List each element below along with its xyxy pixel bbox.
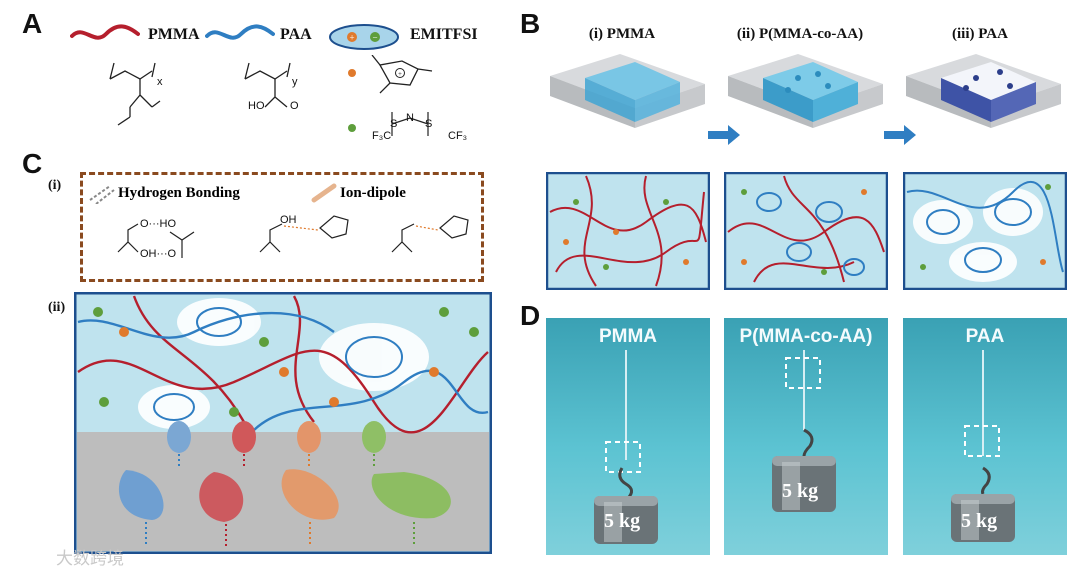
panel-d-letter: D	[520, 300, 541, 331]
legend-salt-label: EMITFSI	[410, 26, 478, 43]
panel-c-letter: C	[22, 148, 43, 179]
gel-slab-pmma	[550, 54, 705, 128]
interface-schematic	[74, 292, 492, 554]
tfsi-s1-label: S	[390, 118, 398, 130]
network-box-copolymer	[724, 172, 888, 290]
paa-o-label: O	[290, 100, 299, 112]
svg-text:+: +	[349, 33, 354, 43]
tfsi-f3c-label: F₃C	[372, 130, 392, 142]
weight-label-paa: 5 kg	[961, 510, 998, 532]
panel-c-sub-i: (i)	[48, 178, 62, 193]
tfsi-s2-label: S	[425, 118, 433, 130]
panel-b-title-pmma: (i) PMMA	[588, 26, 656, 42]
legend-salt-icon: + −	[329, 24, 399, 50]
watermark: 大数跨境	[56, 549, 124, 569]
panel-c-sub-ii: (ii)	[48, 300, 66, 315]
ion-dipole-label: Ion-dipole	[340, 185, 406, 201]
legend-paa-label: PAA	[280, 26, 312, 43]
panel-b-title-copolymer: (ii) P(MMA-co-AA)	[736, 26, 864, 42]
weight-label-copolymer: 5 kg	[782, 480, 819, 502]
legend-pmma-line	[70, 24, 140, 40]
interaction-structures	[117, 215, 469, 258]
weight-assembly-copolymer	[772, 350, 836, 512]
gel-slab-paa	[906, 54, 1061, 128]
photo-label-pmma: PMMA	[598, 326, 658, 347]
photo-label-paa: PAA	[965, 326, 1005, 347]
weight-label-pmma: 5 kg	[604, 510, 641, 532]
weight-assembly-pmma	[594, 350, 658, 544]
hydrogen-bond-label: Hydrogen Bonding	[118, 185, 240, 201]
paa-ho-label: HO	[248, 100, 265, 112]
tfsi-n-label: N	[406, 112, 414, 124]
legend-pmma-label: PMMA	[148, 26, 200, 43]
panel-b-title-paa: (iii) PAA	[952, 26, 1008, 42]
hydrogen-bond-icon	[89, 185, 115, 204]
panel-b-letter: B	[520, 8, 541, 39]
weight-assembly-paa	[951, 350, 1015, 542]
network-box-pmma	[546, 172, 710, 290]
arrow-right-icon	[884, 125, 916, 145]
paa-structure	[244, 62, 291, 108]
gel-slab-copolymer	[728, 54, 883, 128]
photo-label-copolymer: P(MMA-co-AA)	[739, 326, 873, 347]
tfsi-anion-structure	[348, 112, 429, 136]
paa-y-subscript: y	[292, 76, 298, 88]
panel-a-letter: A	[22, 8, 43, 39]
pmma-x-subscript: x	[157, 76, 163, 88]
network-box-paa	[903, 172, 1067, 290]
hbond-oh-o: OH···O	[140, 248, 177, 260]
tfsi-cf3-label: CF₃	[448, 130, 468, 142]
legend-paa-line	[205, 24, 275, 40]
pmma-structure	[109, 62, 161, 126]
svg-text:+: +	[398, 70, 402, 78]
interaction-legend-box	[80, 172, 484, 282]
arrow-right-icon	[708, 125, 740, 145]
hbond-o-ho: O···HO	[140, 218, 177, 230]
emi-cation-structure: +	[348, 55, 433, 94]
svg-text:−: −	[372, 33, 377, 43]
acid-oh-label: OH	[280, 214, 297, 226]
ion-dipole-icon	[311, 183, 337, 203]
